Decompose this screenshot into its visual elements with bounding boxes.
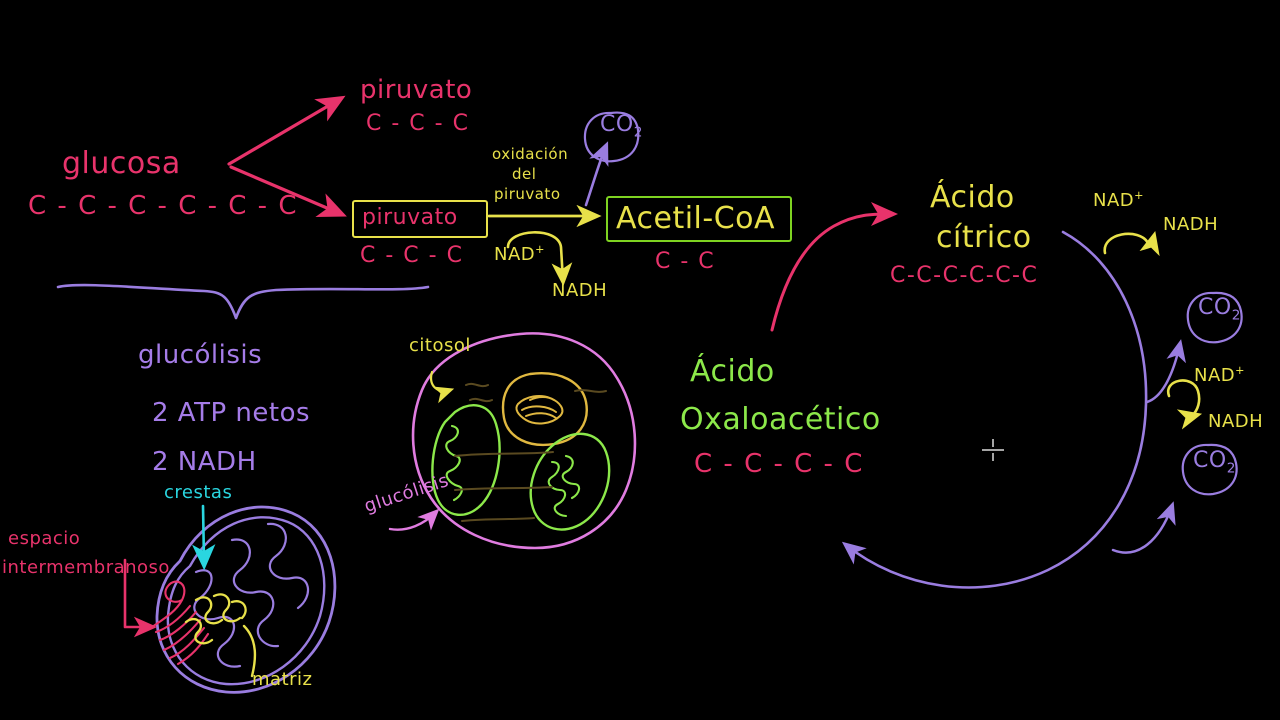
nadh-cycle-2: NADH (1208, 411, 1264, 432)
nadh-cycle-1: NADH (1163, 214, 1219, 235)
arrow-crestas-pointer (192, 504, 216, 571)
nad-plus-text: NAD (494, 244, 536, 265)
nad-plus-cycle-2: NAD+ (1194, 364, 1245, 386)
mito-outer-membrane (155, 505, 337, 694)
pyruvate-oxidation-line1: oxidación (492, 145, 569, 163)
pyruvate-boxed-carbon-chain: C - C - C (360, 243, 464, 268)
co2-subscript: 2 (633, 124, 643, 141)
cytosol-squiggles (454, 382, 607, 522)
nucleus (501, 372, 588, 447)
nad-plus-charge: + (1134, 189, 1144, 202)
co2-label-pyruvate-oxidation: CO2 (600, 113, 643, 140)
acetyl-coa-label: Acetil-CoA (616, 201, 776, 236)
co2-subscript: 2 (1231, 307, 1241, 324)
cytosol-label: citosol (409, 335, 471, 356)
nad-plus-charge: + (535, 243, 545, 256)
co2-text: CO (600, 112, 634, 137)
glycolysis-summary-atp: 2 ATP netos (152, 398, 311, 428)
cell-mitochondrion-right (529, 432, 611, 531)
nucleus-chromatin (515, 395, 564, 425)
matrix-label: matriz (252, 669, 313, 690)
nad-plus-charge: + (1235, 364, 1245, 377)
cristae-label: crestas (164, 482, 233, 503)
cell-glycolysis-label: glucólisis (361, 470, 452, 518)
pyruvate-boxed-label: piruvato (362, 205, 458, 230)
acetyl-coa-carbon-chain: C - C (655, 249, 716, 274)
mito-matrix-marks (184, 593, 247, 645)
pyruvate-top-label: piruvato (360, 75, 473, 105)
arrow-nad-to-nadh-cycle-1 (1103, 230, 1160, 257)
glucose-label: glucosa (62, 146, 181, 181)
mito-intermembrane-highlight (150, 580, 210, 666)
co2-text: CO (1193, 448, 1227, 473)
oxaloacetic-acid-carbon-chain: C - C - C - C (694, 449, 864, 479)
glycolysis-summary-nadh: 2 NADH (152, 447, 257, 477)
cell-mitochondrion-left (431, 404, 501, 516)
mouse-cursor-crosshair (982, 439, 1004, 461)
nad-plus-text: NAD (1093, 190, 1135, 211)
nad-plus-cycle-1: NAD+ (1093, 189, 1144, 211)
mito-cristae (193, 522, 309, 668)
oxaloacetic-acid-label-line2: Oxaloacético (680, 402, 881, 437)
arrow-citosol-pointer (430, 370, 455, 404)
arrow-glucolisis-pointer (388, 508, 440, 531)
acetyl-coa-box (606, 196, 792, 242)
citric-acid-label-line1: Ácido (930, 180, 1015, 215)
glycolysis-summary-title: glucólisis (138, 340, 263, 370)
nad-plus-pyruvate-oxidation: NAD+ (494, 243, 545, 265)
mito-inner-membrane (166, 516, 326, 686)
co2-subscript: 2 (1226, 460, 1236, 477)
pyruvate-oxidation-line3: piruvato (494, 185, 561, 203)
intermembrane-space-label-line2: intermembranoso (2, 557, 170, 578)
pyruvate-top-carbon-chain: C - C - C (366, 111, 470, 136)
co2-label-cycle-2: CO2 (1193, 449, 1236, 476)
oxaloacetic-acid-label-line1: Ácido (690, 354, 775, 389)
arrow-co2-cycle-1 (1145, 339, 1186, 404)
nadh-pyruvate-oxidation: NADH (552, 280, 608, 301)
arrow-co2-cycle-2 (1111, 501, 1176, 554)
glucose-carbon-chain: C - C - C - C - C - C (28, 191, 298, 221)
pyruvate-box (352, 200, 488, 238)
intermembrane-space-label-line1: espacio (8, 528, 81, 549)
nad-plus-text: NAD (1194, 365, 1236, 386)
arrow-glucose-to-pyruvate-top (227, 95, 346, 166)
co2-label-cycle-1: CO2 (1198, 296, 1241, 323)
arrow-co2-pyruvate-oxidation (584, 141, 609, 207)
cell-mitochondrion-right-cristae (547, 454, 581, 518)
citric-acid-label-line2: cítrico (936, 220, 1032, 255)
pyruvate-oxidation-line2: del (512, 165, 537, 183)
citric-acid-carbon-chain: C-C-C-C-C-C (890, 263, 1039, 288)
co2-text: CO (1198, 295, 1232, 320)
glycolysis-brace (56, 283, 430, 320)
cell-membrane (411, 332, 637, 550)
